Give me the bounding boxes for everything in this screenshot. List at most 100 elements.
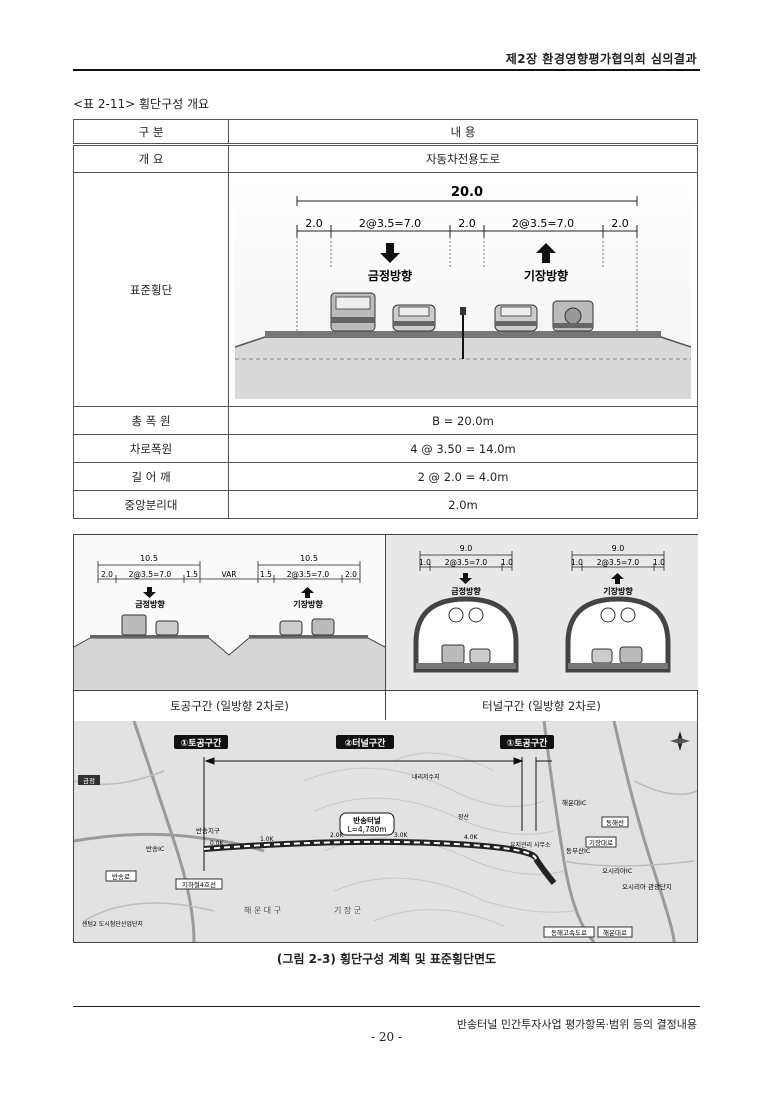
figure-caption-row: 토공구간 (일방향 2차로) 터널구간 (일방향 2차로)	[74, 690, 697, 722]
dim-label: 2.0	[305, 217, 323, 230]
vehicle-suv	[552, 300, 594, 332]
header-category: 구 분	[73, 119, 229, 146]
footer-rule	[73, 1006, 700, 1007]
tunnel-bore-right	[565, 596, 671, 673]
place-dongbu-ic: 동부산IC	[566, 846, 591, 855]
total-width-label: 20.0	[451, 185, 483, 200]
district-haeundae: 해 운 대 구	[244, 905, 281, 915]
place-industrial: 센텀2 도시첨단산업단지	[82, 920, 143, 928]
direction-label-right: 기장방향	[293, 599, 323, 609]
row-label: 중앙분리대	[73, 490, 229, 519]
vehicle-suv	[311, 618, 335, 636]
row-value: 자동차전용도로	[228, 144, 698, 173]
vehicle-car	[279, 620, 303, 636]
panel-divider	[385, 535, 386, 720]
dim-label: 2@3.5=7.0	[359, 217, 421, 230]
row-label: 개 요	[73, 144, 229, 173]
dim-label: 2.0	[611, 217, 629, 230]
tunnel-bore-left	[413, 596, 519, 673]
row-value: 4 @ 3.50 = 14.0m	[228, 434, 698, 463]
place-haeundae-ic: 해운대IC	[562, 798, 587, 807]
section-badge	[174, 735, 228, 749]
place-reservoir: 내리저수지	[412, 773, 440, 781]
dim-label: 2@3.5=7.0	[512, 217, 574, 230]
table-row: 차로폭원 4 @ 3.50 = 14.0m	[73, 434, 698, 463]
section-label: ②터널구간	[345, 737, 386, 749]
tunnel-callout	[339, 812, 395, 836]
direction-label-left: 금정방향	[368, 268, 412, 283]
chapter-title: 제2장 환경영향평가협의회 심의결과	[505, 52, 697, 66]
row-label: 표준횡단	[73, 172, 229, 407]
header-content: 내 용	[228, 119, 698, 146]
dim-label: 2@3.5=7.0	[287, 570, 330, 579]
row-value: 2.0m	[228, 490, 698, 519]
row-label: 차로폭원	[73, 434, 229, 463]
table-row: 중앙분리대 2.0m	[73, 490, 698, 519]
arrow-up-icon	[536, 243, 556, 263]
vehicle-car	[392, 304, 436, 332]
arrow-up-icon	[301, 587, 314, 598]
table-caption: <표 2-11> 횡단구성 개요	[73, 97, 210, 111]
compass-icon	[670, 731, 690, 751]
place-osiria-ic: 오시리아IC	[602, 866, 633, 875]
cross-section-table: 구 분 내 용 개 요 자동차전용도로 표준횡단 20.0	[73, 119, 698, 519]
place-maintenance: 유지관리 사무소	[510, 841, 551, 849]
row-value: 2 @ 2.0 = 4.0m	[228, 462, 698, 491]
row-label: 총 폭 원	[73, 406, 229, 435]
row-label: 길 어 깨	[73, 462, 229, 491]
dim-label: 1.0	[653, 558, 665, 567]
section-label: ①토공구간	[181, 737, 222, 749]
place-bansong-ic: 반송IC	[146, 844, 165, 853]
dim-label: VAR	[222, 570, 237, 579]
arrow-down-icon	[459, 573, 472, 584]
direction-label-right: 기장방향	[603, 586, 633, 596]
arrow-down-icon	[143, 587, 156, 598]
section-badge	[336, 735, 394, 749]
place-bansong-district: 반송지구	[196, 826, 220, 835]
place-geumjeong: 금정	[83, 776, 95, 785]
district-gijang: 기 장 군	[334, 905, 361, 915]
page-number: - 20 -	[370, 1030, 402, 1044]
chainage-label: 1.0K	[260, 836, 275, 843]
standard-section-cell: 20.0 2.0 2@3.5=7.0 2.0 2@3.5=7.0 2.0	[228, 172, 698, 407]
place-donghae-expressway: 동해고속도로	[551, 928, 587, 937]
header-rule	[73, 69, 700, 71]
tunnel-name: 반송터널	[353, 815, 381, 825]
dim-label: 2@3.5=7.0	[129, 570, 172, 579]
place-gijang-road: 기장대로	[589, 838, 613, 847]
total-width-label: 10.5	[300, 554, 318, 563]
arrow-down-icon	[380, 243, 400, 263]
route-map: ①토공구간 ②터널구간 ①토공구간 0.0K 1.0K 2.0K 3.0K 4.…	[74, 721, 697, 942]
total-width-label: 10.5	[140, 554, 158, 563]
place-bansong-road: 반송로	[112, 872, 130, 881]
chainage-label: 2.0K	[330, 832, 345, 839]
place-donghae-line: 동해선	[606, 818, 624, 827]
direction-label-left: 금정방향	[135, 599, 165, 609]
chainage-label: 3.0K	[394, 832, 409, 839]
chainage-label: 4.0K	[464, 834, 479, 841]
row-value: B = 20.0m	[228, 406, 698, 435]
direction-label-left: 금정방향	[451, 586, 481, 596]
table-row: 총 폭 원 B = 20.0m	[73, 406, 698, 435]
vehicle-car	[155, 620, 179, 636]
place-subway: 지하철4호선	[182, 880, 216, 889]
dim-label: 1.0	[501, 558, 513, 567]
table-row: 표준횡단 20.0	[73, 172, 698, 407]
chainage-label: 0.0K	[210, 840, 225, 847]
dim-label: 1.5	[260, 570, 272, 579]
place-mountain: 장산	[458, 813, 470, 821]
figure-panel: 10.5 10.5 2.0 2@3.5=7.0 1.5 VAR 1.5 2@3.…	[73, 534, 698, 943]
vehicle-bus	[121, 614, 147, 636]
dim-label: 1.0	[419, 558, 431, 567]
table-header-row: 구 분 내 용	[73, 119, 698, 146]
dim-label: 2.0	[345, 570, 357, 579]
earthwork-caption: 토공구간 (일방향 2차로)	[170, 699, 289, 713]
vehicle-car	[494, 304, 538, 332]
direction-label-right: 기장방향	[524, 268, 568, 283]
place-haeun-road: 해운대로	[603, 928, 627, 937]
tunnel-section-diagram: 9.0 9.0 1.0 2@3.5=7.0 1.0 1.0 2@3.5=7.0 …	[386, 535, 698, 690]
vehicle-bus	[330, 292, 376, 332]
dim-label: 2@3.5=7.0	[597, 558, 640, 567]
table-row: 개 요 자동차전용도로	[73, 144, 698, 173]
table-row: 길 어 깨 2 @ 2.0 = 4.0m	[73, 462, 698, 491]
